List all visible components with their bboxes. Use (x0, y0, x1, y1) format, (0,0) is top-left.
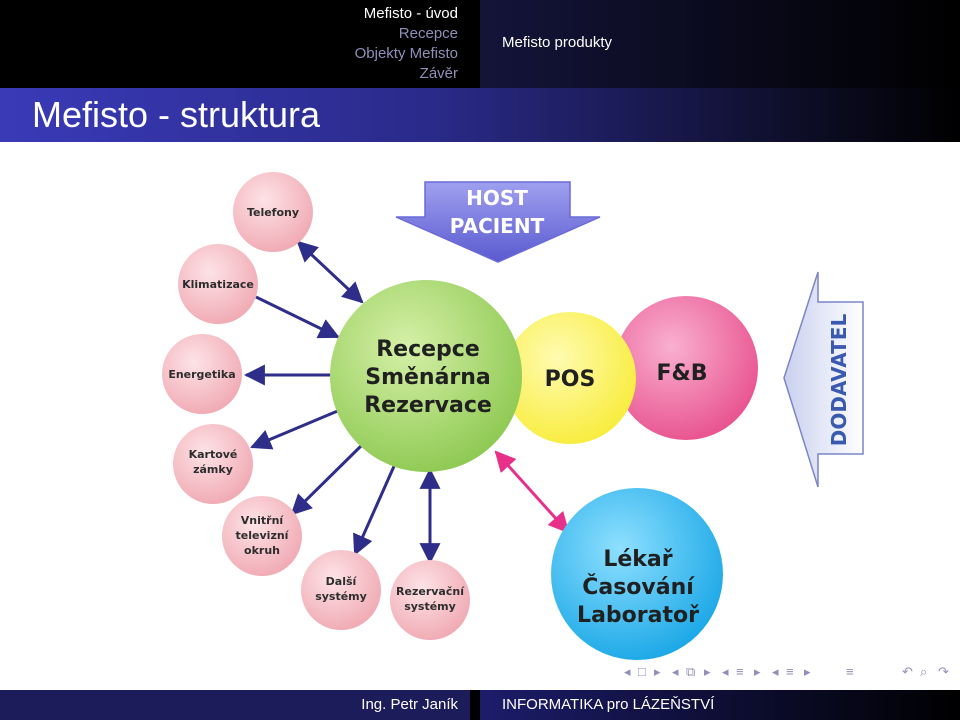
nav-section-zaver[interactable]: Závěr (419, 65, 458, 82)
arrow-dalsi-systemy (353, 463, 397, 556)
nav-prev-doc-icon[interactable]: ◂ (772, 664, 779, 679)
smenarna-label: Směnárna (365, 365, 491, 390)
arrow-lekar (494, 450, 570, 534)
satellite-label: Energetika (168, 368, 235, 381)
satellite-label-line3: okruh (244, 544, 280, 557)
footer-author: Ing. Petr Janík (361, 696, 458, 713)
host-pacient-arrow: HOST PACIENT (395, 181, 601, 263)
nav-section-objekty[interactable]: Objekty Mefisto (354, 45, 458, 62)
satellite-klimatizace: Klimatizace (178, 244, 258, 324)
satellite-label-line1: Rezervační (396, 585, 465, 598)
nav-next-frame-icon[interactable]: ▸ (654, 664, 661, 679)
nav-prev-subsection-icon[interactable]: ◂ (672, 664, 679, 679)
satellite-circle (390, 560, 470, 640)
satellite-label-line1: Kartové (189, 448, 238, 461)
dodavatel-label: DODAVATEL (827, 314, 851, 447)
satellite-label-line2: systémy (404, 600, 456, 613)
satellite-circle (178, 244, 258, 324)
satellite-dalsi-systemy: Další systémy (301, 550, 381, 630)
beamer-navigation-symbols: ◂ □ ▸ ◂ ⧉ ▸ ◂ ≡ ▸ ◂ ≡ ▸ ≡ ↶ ⌕ ↷ (620, 664, 960, 686)
nav-next-doc-icon[interactable]: ▸ (804, 664, 811, 679)
satellite-label-line1: Další (326, 575, 358, 588)
slide-title-bar: Mefisto - struktura (0, 88, 960, 142)
nav-next-section-icon[interactable]: ▸ (754, 664, 761, 679)
pacient-label: PACIENT (450, 214, 545, 238)
section-nav: Mefisto - úvod Recepce Objekty Mefisto Z… (0, 0, 470, 88)
host-arrow-shape (395, 181, 601, 263)
arrow-klimatizace (255, 295, 340, 339)
casovani-label: Časování (582, 574, 695, 600)
structure-diagram: HOST PACIENT DODAVATEL F&B POS (0, 142, 960, 662)
satellite-label-line2: zámky (193, 463, 233, 476)
satellite-rezervacni-systemy: Rezervační systémy (390, 560, 470, 640)
satellite-energetika: Energetika (162, 334, 242, 414)
dodavatel-arrow: DODAVATEL (783, 271, 864, 488)
satellite-circle (301, 550, 381, 630)
satellite-label-line1: Vnitřní (241, 514, 285, 527)
nav-section-icon[interactable]: ≡ (736, 664, 744, 679)
pos-circle (504, 312, 636, 444)
fb-circle (614, 296, 758, 440)
lekar-label: Lékař (603, 547, 672, 572)
arrow-telefony (296, 240, 364, 304)
nav-prev-section-icon[interactable]: ◂ (722, 664, 729, 679)
nav-search-icon[interactable]: ⌕ (920, 664, 928, 679)
arrow-kartove-zamky (250, 408, 341, 450)
arrow-televizni-okruh (290, 443, 364, 516)
footer-bar: Ing. Petr Janík INFORMATIKA pro LÁZEŇSTV… (0, 690, 960, 720)
satellite-telefony: Telefony (233, 172, 313, 252)
satellite-televizni-okruh: Vnitřní televizní okruh (222, 496, 302, 576)
satellite-label-line2: televizní (236, 529, 290, 542)
fb-node: F&B (614, 296, 758, 440)
slide-title: Mefisto - struktura (32, 94, 321, 135)
nav-section-intro[interactable]: Mefisto - úvod (363, 5, 458, 22)
pos-node: POS (504, 312, 636, 444)
laborator-label: Laboratoř (577, 603, 699, 628)
nav-next-subsection-icon[interactable]: ▸ (704, 664, 711, 679)
recepce-circle (330, 280, 522, 472)
nav-appendix-icon[interactable]: ≡ (846, 664, 854, 679)
structure-diagram-svg: HOST PACIENT DODAVATEL F&B POS (162, 172, 864, 660)
connector-arrows (243, 240, 570, 565)
nav-frame-icon[interactable]: □ (638, 664, 646, 679)
satellite-label: Klimatizace (182, 278, 254, 291)
recepce-node: Recepce Směnárna Rezervace (330, 280, 522, 472)
host-label: HOST (466, 186, 528, 210)
nav-back-icon[interactable]: ↶ (902, 664, 913, 679)
nav-prev-frame-icon[interactable]: ◂ (624, 664, 631, 679)
subsection-nav: Mefisto produkty (480, 0, 960, 88)
nav-section-recepce[interactable]: Recepce (398, 25, 458, 42)
satellite-circle (233, 172, 313, 252)
nav-subsection-icon[interactable]: ⧉ (686, 664, 696, 679)
nav-doc-icon[interactable]: ≡ (786, 664, 794, 679)
satellite-label-line2: systémy (315, 590, 367, 603)
lekar-node: Lékař Časování Laboratoř (551, 488, 723, 660)
rezervace-label: Rezervace (364, 393, 492, 418)
footer-course: INFORMATIKA pro LÁZEŇSTVÍ (502, 696, 715, 713)
nav-subsection-produkty[interactable]: Mefisto produkty (502, 34, 613, 51)
satellite-label: Telefony (247, 206, 299, 219)
footer-author-box: Ing. Petr Janík (0, 690, 470, 720)
footer-course-box: INFORMATIKA pro LÁZEŇSTVÍ (480, 690, 960, 720)
recepce-label: Recepce (376, 337, 480, 362)
lekar-circle (551, 488, 723, 660)
satellite-circle (173, 424, 253, 504)
satellite-kartove-zamky: Kartové zámky (173, 424, 253, 504)
header-bar: Mefisto - úvod Recepce Objekty Mefisto Z… (0, 0, 960, 88)
nav-forward-icon[interactable]: ↷ (938, 664, 949, 679)
dodavatel-arrow-shape (783, 271, 864, 488)
satellite-circle (162, 334, 242, 414)
pos-label: POS (545, 367, 596, 392)
fb-label: F&B (657, 361, 708, 386)
satellite-circle (222, 496, 302, 576)
